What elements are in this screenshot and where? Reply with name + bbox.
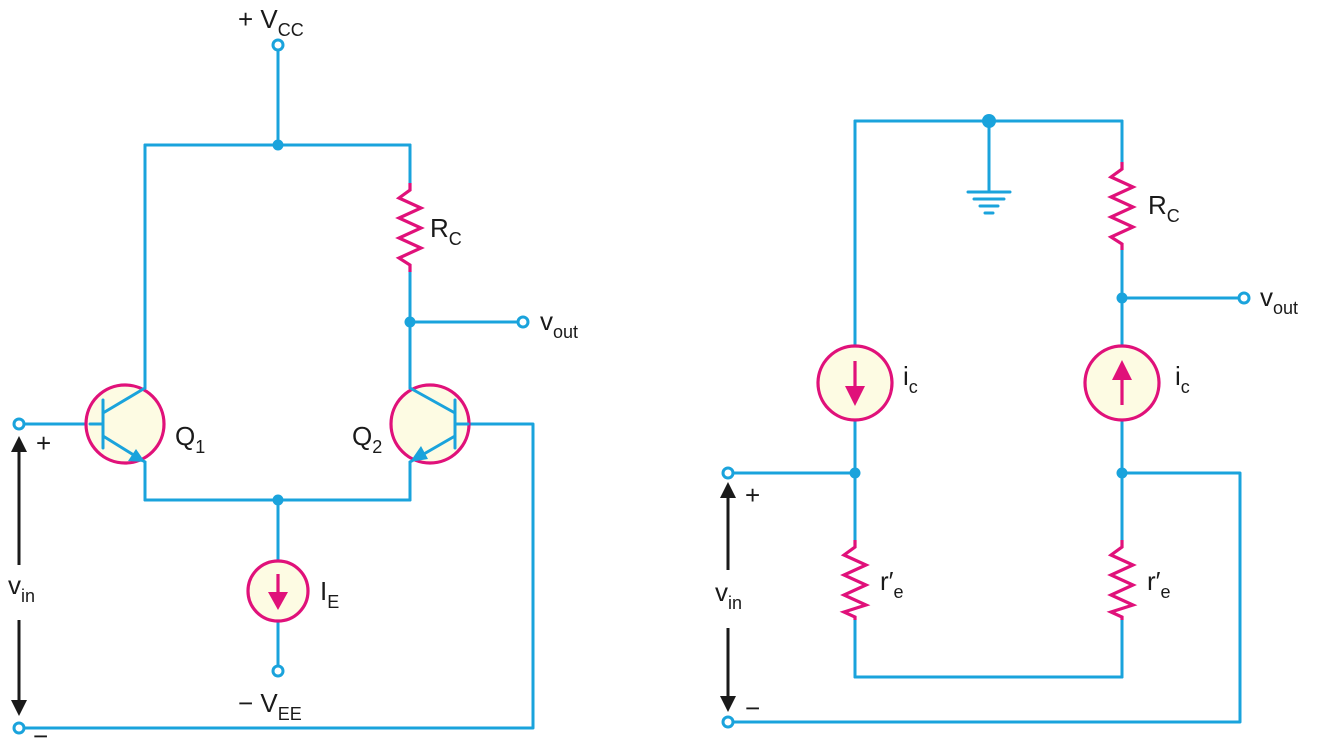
- vout-label: vout: [1260, 282, 1298, 318]
- vin-minus-terminal: [12, 721, 26, 735]
- ic-current-source-right: [1083, 344, 1161, 422]
- ic-current-source-left: [816, 344, 894, 422]
- node-dot: [404, 316, 416, 328]
- q1-label: Q1: [175, 421, 205, 457]
- vin-minus-terminal: [721, 715, 735, 729]
- vee-label: − VEE: [238, 688, 302, 724]
- re-label-right: r′e: [1147, 566, 1171, 602]
- vout-label: vout: [540, 306, 578, 342]
- left-wires: [20, 43, 535, 730]
- vout-terminal: [1237, 291, 1251, 305]
- rc-label: RC: [430, 213, 462, 249]
- vcc-label: + VCC: [238, 4, 304, 40]
- vin-plus-terminal: [12, 417, 26, 431]
- vin-label: vin: [8, 570, 35, 606]
- q2-transistor: [389, 383, 471, 465]
- vin-plus-sign: +: [36, 428, 51, 458]
- vin-plus-terminal: [721, 466, 735, 480]
- vin-arrow: [720, 482, 736, 712]
- ic-label-left: ic: [903, 361, 918, 397]
- left-circuit: + VCC RC vout Q1 Q2 IE − VEE vin + −: [8, 4, 578, 745]
- vin-minus-sign: −: [745, 693, 760, 723]
- vee-terminal: [271, 664, 285, 678]
- node-dot: [272, 494, 284, 506]
- vin-minus-sign: −: [33, 721, 48, 745]
- re-label-left: r′e: [880, 566, 904, 602]
- node-dot: [849, 467, 861, 479]
- node-dot: [982, 114, 996, 128]
- ie-current-source: [246, 559, 310, 623]
- ie-label: IE: [320, 576, 339, 612]
- node-dot: [1116, 467, 1128, 479]
- rc-resistor: [395, 183, 425, 272]
- vin-label: vin: [715, 577, 742, 613]
- re-resistor-left: [839, 540, 871, 620]
- q1-transistor: [84, 383, 166, 465]
- vcc-terminal: [271, 38, 285, 52]
- right-wires: [729, 119, 1242, 724]
- rc-resistor: [1107, 162, 1137, 250]
- re-resistor-right: [1106, 540, 1138, 620]
- q2-label: Q2: [352, 421, 382, 457]
- ic-label-right: ic: [1175, 361, 1190, 397]
- vin-plus-sign: +: [745, 480, 760, 510]
- node-dot: [1116, 292, 1128, 304]
- ground-icon: [966, 190, 1012, 215]
- vout-terminal: [516, 315, 530, 329]
- vin-arrow: [11, 436, 27, 716]
- right-circuit: RC vout ic ic r′e r′e vin + −: [715, 114, 1298, 729]
- node-dot: [272, 139, 284, 151]
- rc-label: RC: [1148, 190, 1180, 226]
